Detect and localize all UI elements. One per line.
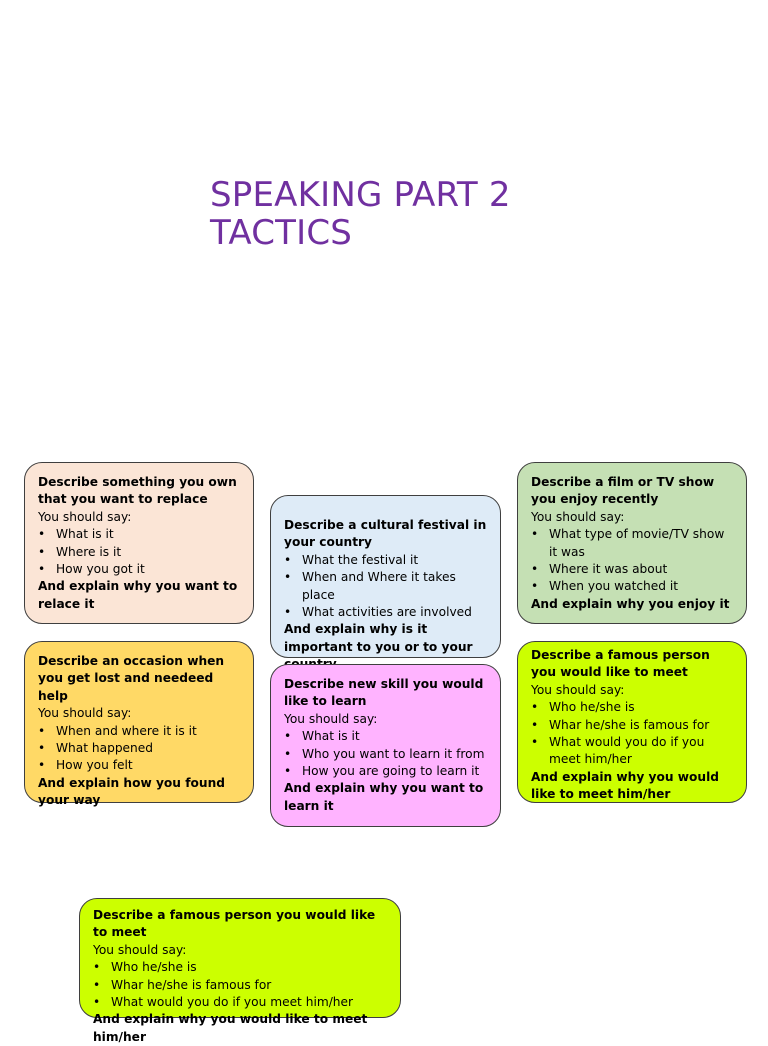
card-bullet-list: What type of movie/TV show it was Where … xyxy=(531,526,734,596)
topic-card-film-tv-show: Describe a film or TV show you enjoy rec… xyxy=(517,462,747,624)
card-bullet: What the festival it xyxy=(284,552,488,570)
card-bullet: How you felt xyxy=(38,757,241,775)
card-heading: Describe a cultural festival in your cou… xyxy=(284,518,487,550)
card-prompt: You should say: xyxy=(284,711,378,726)
card-bullet: What would you do if you meet him/her xyxy=(531,734,734,769)
card-heading: Describe something you own that you want… xyxy=(38,475,237,507)
card-bullet: Whar he/she is famous for xyxy=(531,717,734,735)
page-title-line-2: TACTICS xyxy=(210,213,353,253)
card-bullet: What activities are involved xyxy=(284,604,488,622)
card-bullet-list: What is it Who you want to learn it from… xyxy=(284,728,488,781)
card-heading: Describe a famous person you would like … xyxy=(531,648,710,680)
card-heading: Describe a famous person you would like … xyxy=(93,908,376,940)
card-prompt: You should say: xyxy=(93,942,187,957)
card-bullet: What would you do if you meet him/her xyxy=(93,994,388,1012)
topic-card-own-replace: Describe something you own that you want… xyxy=(24,462,254,624)
card-bullet: When and where it is it xyxy=(38,723,241,741)
card-bullet: Who he/she is xyxy=(93,959,388,977)
card-prompt: You should say: xyxy=(38,509,132,524)
card-prompt: You should say: xyxy=(531,509,625,524)
card-closing: And explain why you would like to meet h… xyxy=(93,1012,368,1044)
card-closing: And explain why you would like to meet h… xyxy=(531,769,719,802)
card-bullet-list: When and where it is it What happened Ho… xyxy=(38,723,241,776)
topic-card-cultural-festival: Describe a cultural festival in your cou… xyxy=(270,495,501,671)
card-bullet: Whar he/she is famous for xyxy=(93,977,388,995)
card-closing: And explain why you want to learn it xyxy=(284,781,484,813)
card-bullet: What is it xyxy=(284,728,488,746)
card-closing: And explain how you found your way xyxy=(38,775,225,808)
card-bullet: What type of movie/TV show it was xyxy=(531,526,734,561)
card-bullet: When you watched it xyxy=(531,578,734,596)
card-closing: And explain why you want to relace it xyxy=(38,579,238,611)
card-bullet-list: Who he/she is Whar he/she is famous for … xyxy=(93,959,388,1012)
topic-card-famous-person: Describe a famous person you would like … xyxy=(517,641,747,803)
card-prompt: You should say: xyxy=(38,706,132,721)
card-bullet: Where it was about xyxy=(531,561,734,579)
card-bullet: How you are going to learn it xyxy=(284,763,488,781)
card-bullet: Where is it xyxy=(38,544,241,562)
card-bullet: How you got it xyxy=(38,561,241,579)
card-closing: And explain why you enjoy it xyxy=(531,596,730,611)
card-bullet-list: What is it Where is it How you got it xyxy=(38,526,241,579)
topic-card-new-skill: Describe new skill you would like to lea… xyxy=(270,664,501,827)
card-bullet: When and Where it takes place xyxy=(284,569,488,604)
card-bullet-list: Who he/she is Whar he/she is famous for … xyxy=(531,699,734,769)
card-bullet-list: What the festival it When and Where it t… xyxy=(284,552,488,622)
topic-card-famous-person-wide: Describe a famous person you would like … xyxy=(79,898,401,1044)
card-bullet: What happened xyxy=(38,740,241,758)
card-heading: Describe an occasion when you get lost a… xyxy=(38,654,225,703)
page-title: SPEAKING PART 2 TACTICS xyxy=(210,176,630,252)
card-prompt: You should say: xyxy=(531,682,625,697)
topic-card-got-lost: Describe an occasion when you get lost a… xyxy=(24,641,254,807)
card-bullet: What is it xyxy=(38,526,241,544)
card-heading: Describe a film or TV show you enjoy rec… xyxy=(531,475,715,507)
page-title-line-1: SPEAKING PART 2 xyxy=(210,175,511,215)
card-bullet: Who he/she is xyxy=(531,699,734,717)
card-bullet: Who you want to learn it from xyxy=(284,746,488,764)
card-heading: Describe new skill you would like to lea… xyxy=(284,677,484,709)
